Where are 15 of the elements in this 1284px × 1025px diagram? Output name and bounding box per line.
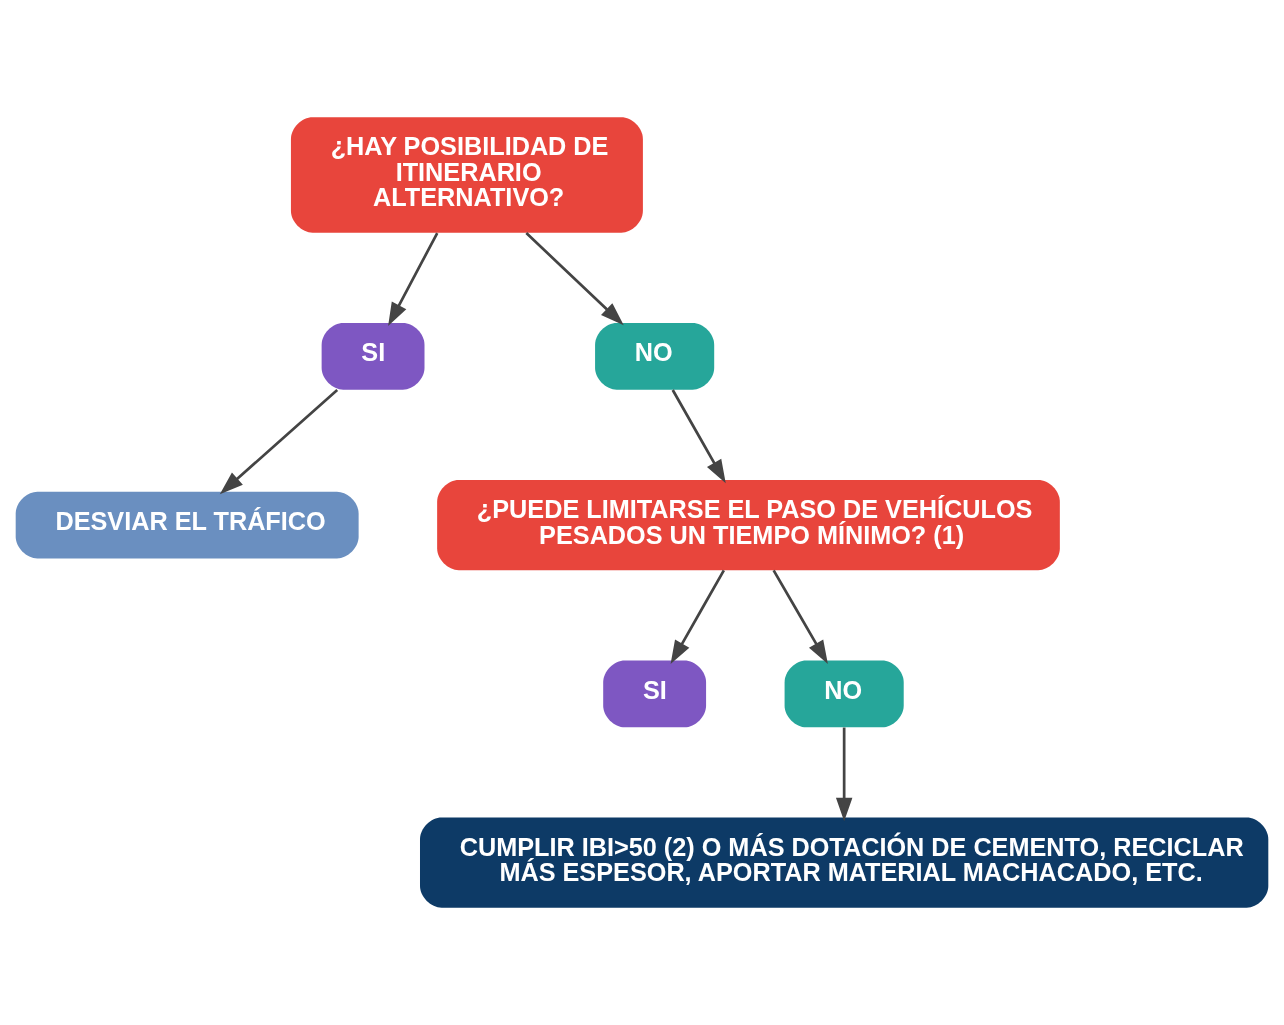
node-box: SI (603, 660, 707, 728)
arrow (670, 569, 725, 665)
node-box: NO (595, 323, 715, 390)
node-box: SI (321, 323, 425, 390)
arrow (835, 727, 853, 822)
arrow (388, 232, 439, 327)
arrow (772, 569, 828, 664)
node-box: ¿HAY POSIBILIDAD DE ITINERARIO ALTERNATIVO? (290, 117, 643, 233)
node-box: NO (784, 660, 904, 728)
arrow (219, 389, 339, 495)
node-box: CUMPLIR IBI>50 (2) O MÁS DOTACIÓN DE CEMENTO, RECICLAR MÁS ESPESOR, APORTAR MATERIAL MACHACADO, ETC. (420, 817, 1269, 908)
node-box: DESVIAR EL TRÁFICO (15, 491, 359, 559)
arrow (671, 389, 726, 484)
node-box: ¿PUEDE LIMITARSE EL PASO DE VEHÍCULOS PESADOS UN TIEMPO MÍNIMO? (1) (437, 480, 1060, 571)
arrow (525, 232, 624, 326)
